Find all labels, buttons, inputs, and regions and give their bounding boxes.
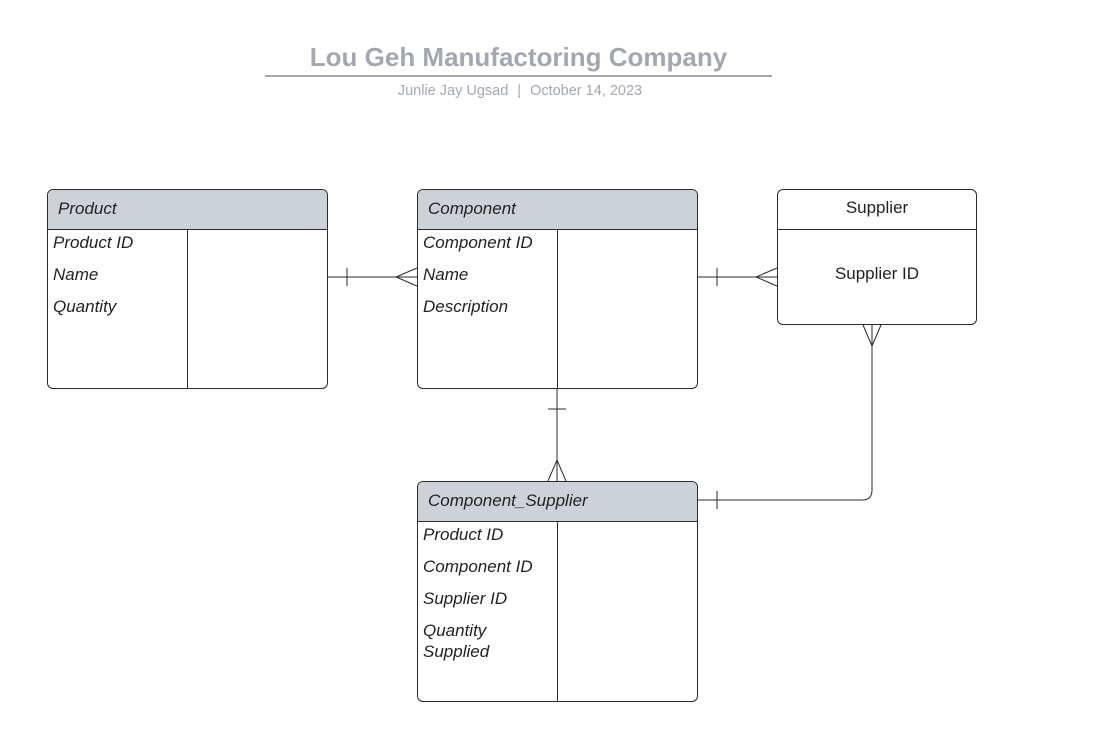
attribute-list: Product ID Name Quantity <box>53 232 183 328</box>
entity-component[interactable]: Component Component ID Name Description <box>417 189 698 389</box>
relationship-product-component[interactable] <box>327 267 418 287</box>
crows-foot-marker <box>754 267 778 287</box>
entity-component-supplier[interactable]: Component_Supplier Product ID Component … <box>417 481 698 702</box>
relationship-component-supplier[interactable] <box>697 267 778 287</box>
diagram-date: October 14, 2023 <box>530 83 643 99</box>
attribute-quantity: Quantity <box>53 297 117 316</box>
entity-title-supplier: Supplier <box>778 190 976 230</box>
attribute-supplier-id: Supplier ID <box>834 264 920 283</box>
attribute-name: Name <box>53 265 99 284</box>
attribute-component-id: Component ID <box>423 557 533 576</box>
entity-body: Component ID Name Description <box>418 230 697 388</box>
relationship-component-componentsupplier[interactable] <box>547 389 567 482</box>
column-divider <box>187 230 188 388</box>
entity-title-component: Component <box>418 190 697 230</box>
crows-foot-marker <box>862 324 882 348</box>
column-divider <box>557 230 558 388</box>
author-name: Junlie Jay Ugsad <box>397 83 509 99</box>
attribute-quantity-supplied: Quantity Supplied <box>423 621 490 661</box>
attribute-component-id: Component ID <box>423 233 533 252</box>
attribute-description: Description <box>423 297 509 316</box>
diagram-title: Lou Geh Manufactoring Company <box>309 42 728 72</box>
attribute-list: Product ID Component ID Supplier ID Quan… <box>423 524 553 673</box>
column-divider <box>557 522 558 701</box>
attribute-supplier-id: Supplier ID <box>423 589 508 608</box>
attribute-product-id: Product ID <box>53 233 134 252</box>
entity-body: Product ID Name Quantity <box>48 230 327 388</box>
entity-body: Product ID Component ID Supplier ID Quan… <box>418 522 697 701</box>
title-underline <box>265 75 772 77</box>
relationship-componentsupplier-supplier[interactable] <box>697 324 882 509</box>
attribute-product-id: Product ID <box>423 525 504 544</box>
entity-title-component-supplier: Component_Supplier <box>418 482 697 522</box>
diagram-subtitle: Junlie Jay Ugsad | October 14, 2023 <box>265 83 775 99</box>
crows-foot-marker <box>547 458 567 482</box>
attribute-list: Component ID Name Description <box>423 232 553 328</box>
entity-supplier[interactable]: Supplier Supplier ID <box>777 189 977 325</box>
crows-foot-marker <box>394 267 418 287</box>
attribute-name: Name <box>423 265 469 284</box>
subtitle-separator: | <box>517 83 522 99</box>
entity-title-product: Product <box>48 190 327 230</box>
entity-product[interactable]: Product Product ID Name Quantity <box>47 189 328 389</box>
